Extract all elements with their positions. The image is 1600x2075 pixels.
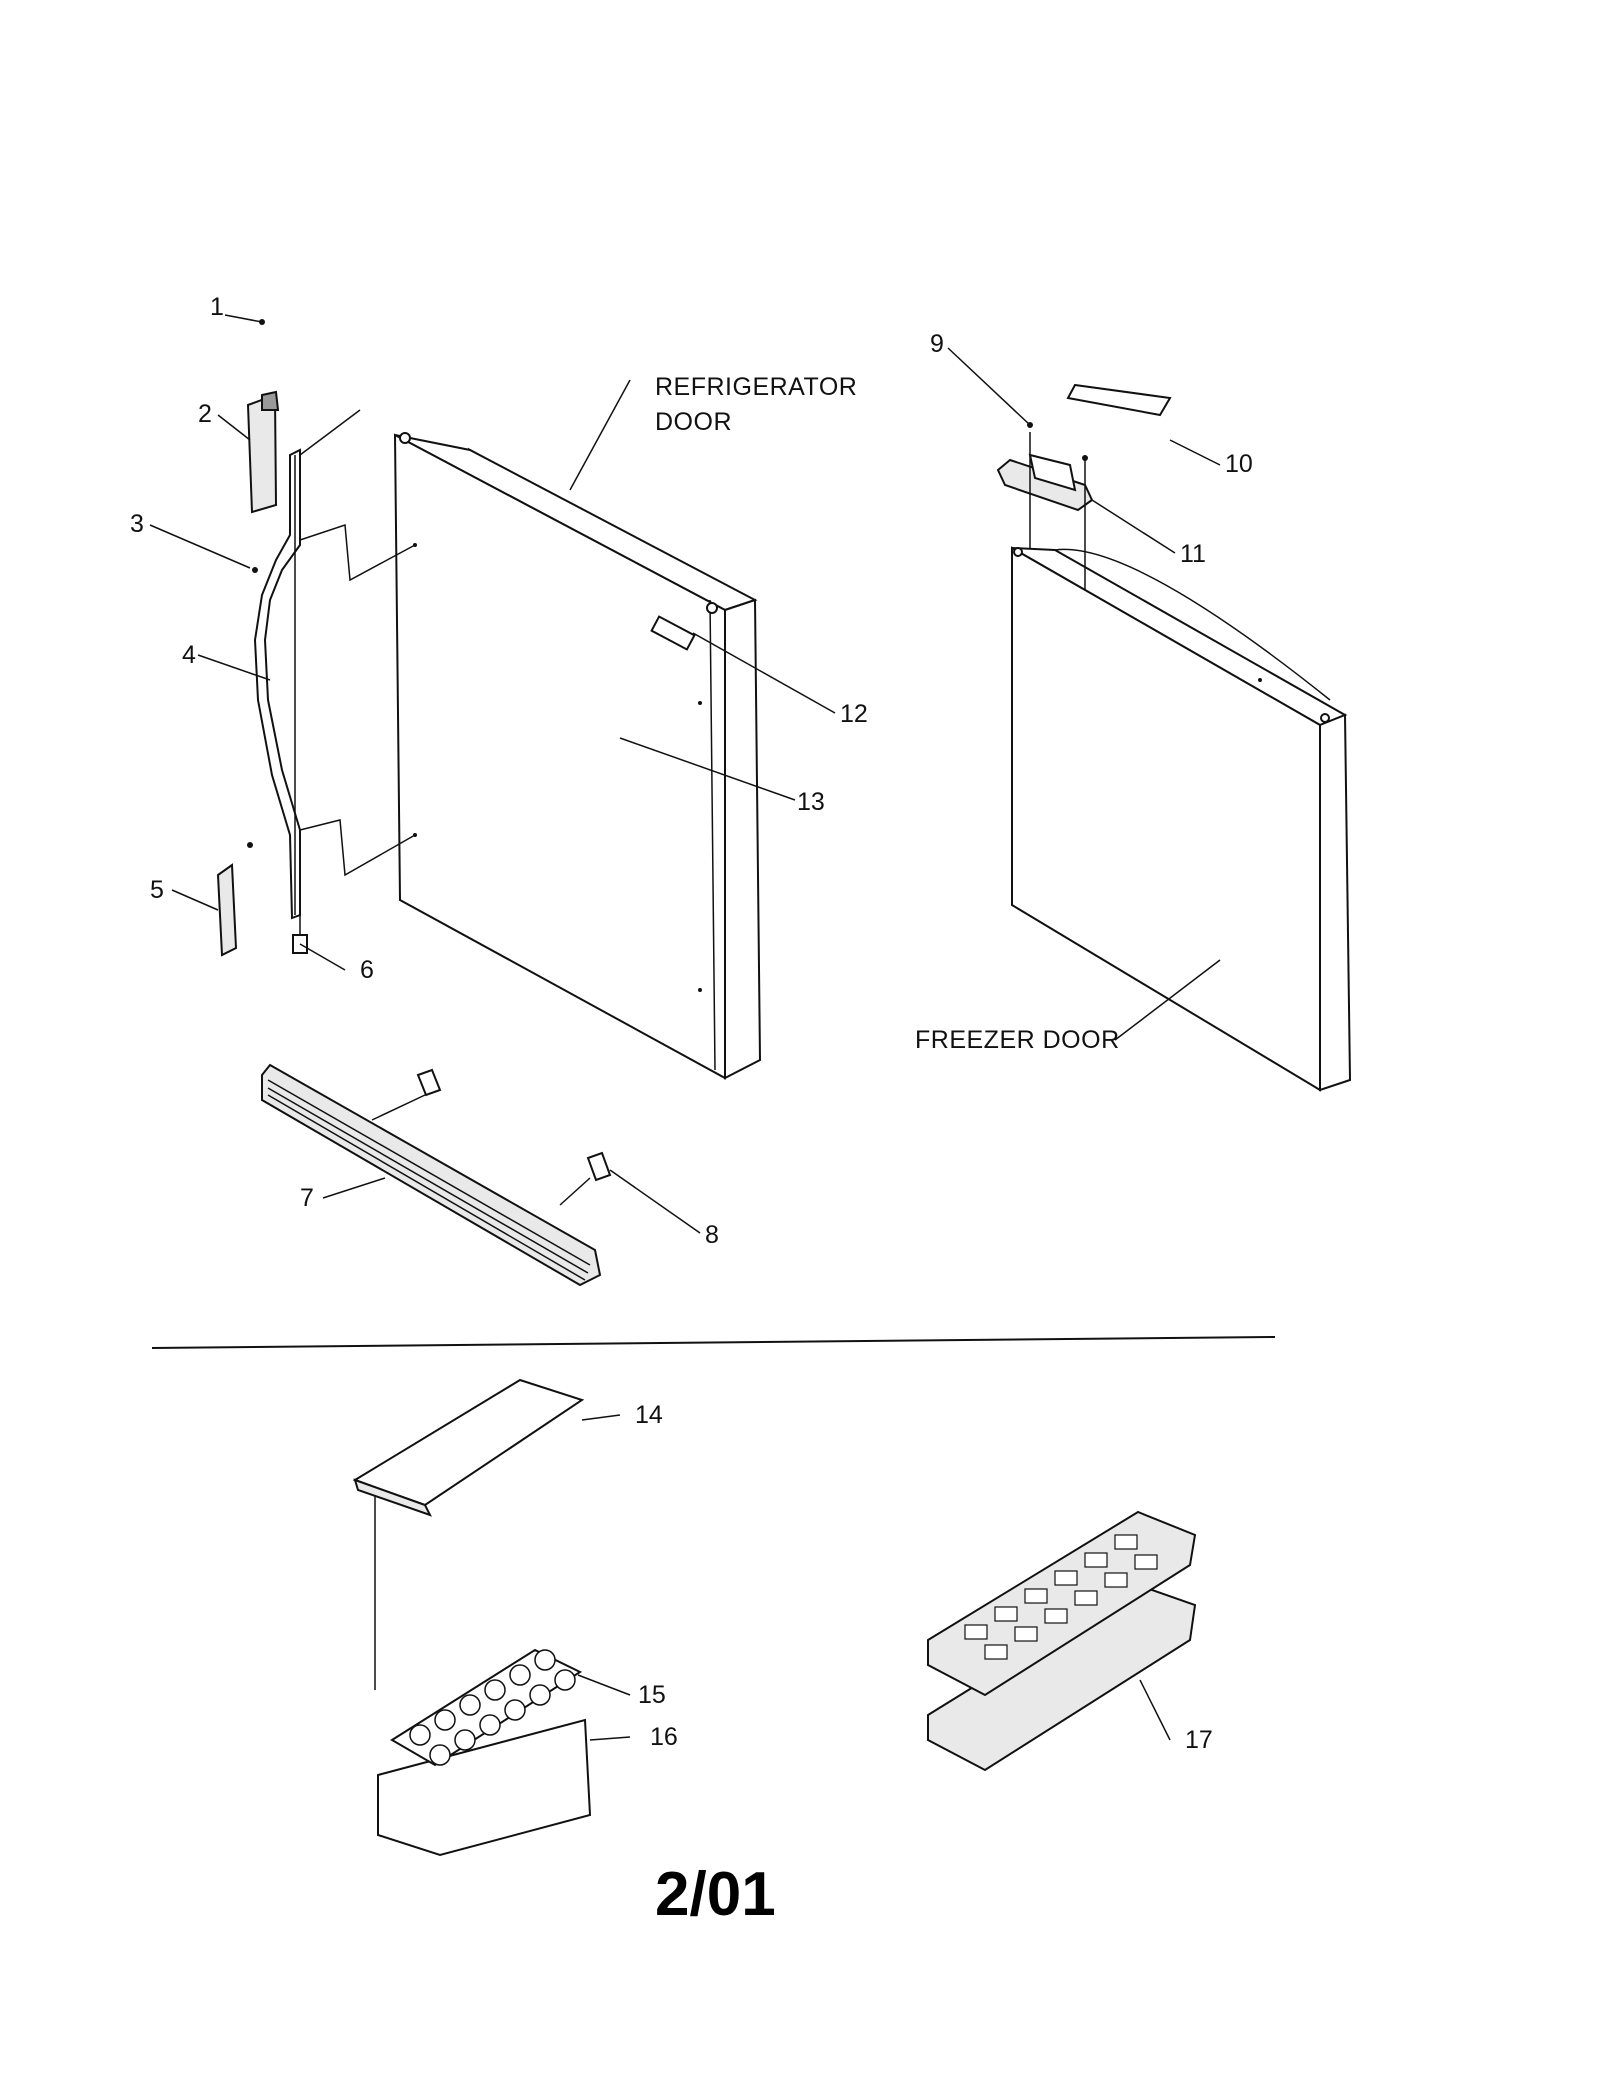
callout-15: 15	[638, 1681, 666, 1709]
refrigerator-door-label-line1: REFRIGERATOR	[655, 373, 857, 401]
part-name-labels: REFRIGERATOR DOOR FREEZER DOOR	[655, 373, 1120, 1054]
handle-top-cap	[246, 393, 278, 514]
callout-10: 10	[1225, 450, 1253, 478]
callout-2: 2	[198, 400, 212, 428]
callout-labels: 1 2 3 4 5 6 7 8 9 10 11 12 13 14 15 16 1…	[130, 293, 1253, 1754]
callout-5: 5	[150, 876, 164, 904]
callout-11: 11	[1180, 540, 1206, 568]
freezer-door-label: FREEZER DOOR	[915, 1026, 1120, 1054]
section-divider	[151, 1336, 1276, 1349]
refrigerator-door	[393, 432, 762, 1080]
kickplate-assembly	[261, 1063, 612, 1287]
callout-9: 9	[930, 330, 944, 358]
callout-8: 8	[705, 1221, 719, 1249]
refrigerator-door-label-line2: DOOR	[655, 408, 732, 436]
kickplate-clip-right	[586, 1151, 612, 1182]
callout-3: 3	[130, 510, 144, 538]
freezer-door	[996, 383, 1352, 1092]
kickplate-clip-left	[416, 1068, 442, 1097]
egg-storage-assembly	[352, 1378, 592, 1857]
egg-tray	[390, 1648, 583, 1767]
leader-lines	[149, 314, 1221, 1741]
revision-date: 2/01	[655, 1860, 776, 1929]
callout-6: 6	[360, 956, 374, 984]
ice-trays	[927, 1510, 1197, 1772]
handle-bottom-cap	[216, 863, 238, 957]
egg-bin	[377, 1718, 592, 1857]
handle	[253, 448, 301, 920]
callout-7: 7	[300, 1184, 314, 1212]
kickplate	[261, 1063, 602, 1287]
callout-1: 1	[210, 293, 224, 321]
callout-16: 16	[650, 1723, 678, 1751]
callout-14: 14	[635, 1401, 663, 1429]
callout-12: 12	[840, 700, 868, 728]
callout-4: 4	[182, 641, 196, 669]
handle-assembly	[216, 319, 416, 957]
freezer-top-plate	[1066, 383, 1172, 417]
shelf-cover	[352, 1378, 585, 1507]
callout-13: 13	[797, 788, 825, 816]
callout-17: 17	[1185, 1726, 1213, 1754]
